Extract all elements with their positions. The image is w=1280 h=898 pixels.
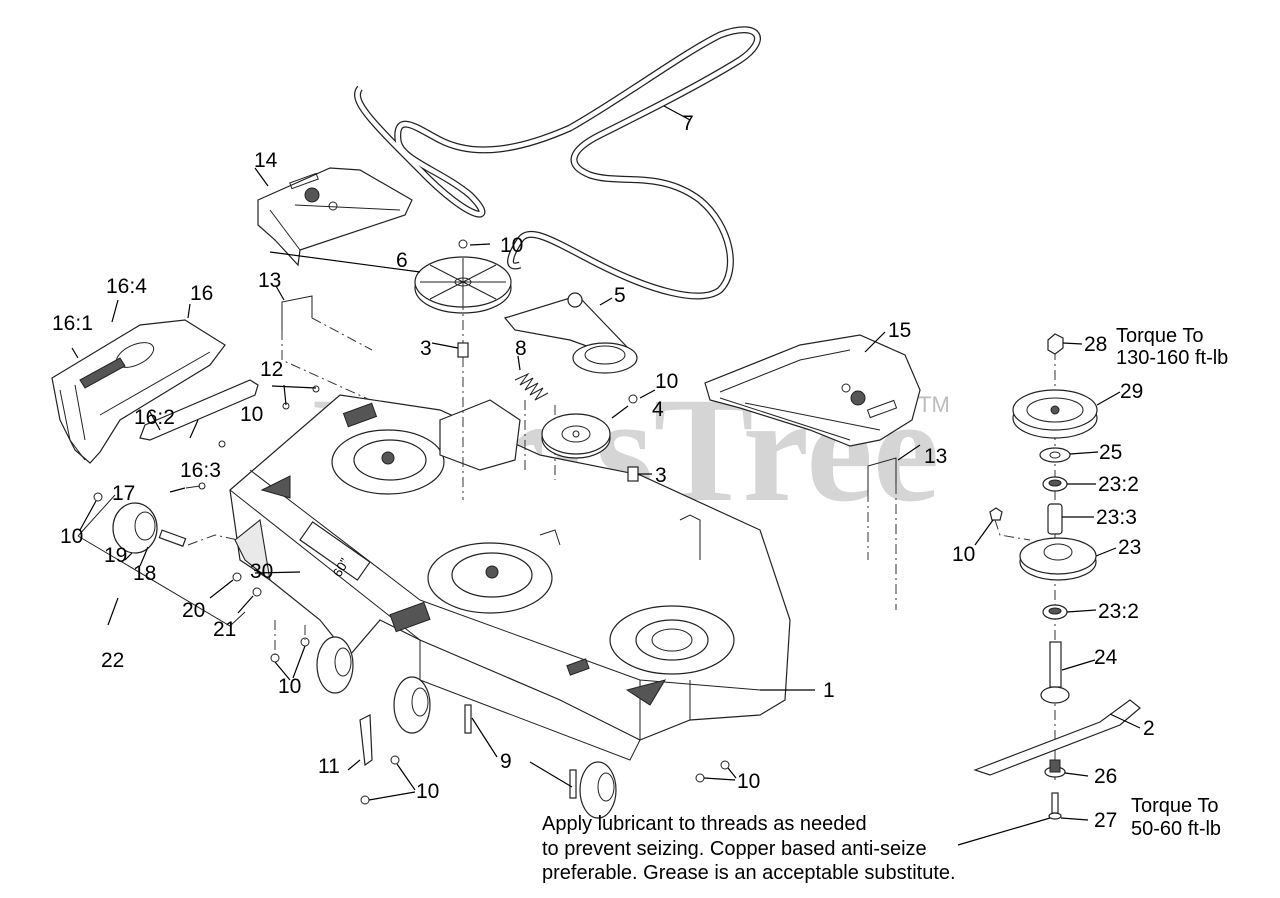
pulleys-idlers [269, 239, 656, 500]
part-12-13-hardware [271, 285, 921, 610]
callout-3: 3 [655, 464, 667, 487]
callout-labels: 1 2 3 3 4 5 6 7 8 9 10 10 10 10 10 10 10… [52, 112, 1155, 832]
callout-10: 10 [655, 370, 678, 393]
watermark-trademark: TM [918, 392, 950, 417]
part-14-belt-cover-left [254, 167, 413, 267]
callout-26: 26 [1094, 765, 1117, 788]
callout-23: 23 [1118, 536, 1141, 559]
callout-16-4: 16:4 [106, 275, 147, 298]
callout-25: 25 [1099, 441, 1122, 464]
torque-note-lower-line1: Torque To [1131, 795, 1218, 817]
callout-10: 10 [500, 234, 523, 257]
part-16-front-guard [51, 299, 259, 493]
callout-15: 15 [888, 319, 911, 342]
part-15-belt-cover-right [704, 331, 921, 447]
callout-13: 13 [258, 269, 281, 292]
callout-19: 19 [104, 544, 127, 567]
callout-12: 12 [260, 358, 283, 381]
callout-16-3: 16:3 [180, 459, 221, 482]
lubricant-note-line3: preferable. Grease is an acceptable subs… [542, 862, 956, 884]
lubricant-note-line2: to prevent seizing. Copper based anti-se… [542, 838, 927, 860]
callout-17: 17 [112, 482, 135, 505]
callout-16-2: 16:2 [134, 406, 175, 429]
callout-10: 10 [278, 675, 301, 698]
torque-note-upper-line2: 130-160 ft-lb [1116, 347, 1228, 369]
callout-3: 3 [420, 337, 432, 360]
callout-23-2: 23:2 [1098, 600, 1139, 623]
callout-6: 6 [396, 249, 408, 272]
callout-21: 21 [213, 618, 236, 641]
callout-23-2: 23:2 [1098, 473, 1139, 496]
part-7-belt [354, 26, 761, 300]
lubricant-note-line1: Apply lubricant to threads as needed [542, 813, 867, 835]
callout-13: 13 [924, 445, 947, 468]
callout-7: 7 [682, 112, 694, 135]
spindle-assembly [957, 333, 1141, 846]
callout-24: 24 [1094, 646, 1118, 669]
callout-23-3: 23:3 [1096, 506, 1137, 529]
callout-28: 28 [1084, 333, 1107, 356]
torque-note-upper: Torque To 130-160 ft-lb [1116, 325, 1228, 369]
callout-11: 11 [318, 755, 340, 778]
callout-9: 9 [500, 750, 512, 773]
torque-note-lower: Torque To 50-60 ft-lb [1131, 795, 1221, 840]
lubricant-note: Apply lubricant to threads as needed to … [542, 813, 956, 884]
callout-16-1: 16:1 [52, 312, 93, 335]
callout-1: 1 [823, 679, 835, 702]
callout-27: 27 [1094, 809, 1117, 832]
callout-29: 29 [1120, 380, 1143, 403]
callout-10: 10 [416, 780, 439, 803]
callout-18: 18 [133, 562, 156, 585]
callout-2: 2 [1143, 717, 1155, 740]
callout-30: 30 [250, 560, 273, 583]
callout-22: 22 [101, 649, 124, 672]
torque-note-lower-line2: 50-60 ft-lb [1131, 818, 1221, 840]
callout-10: 10 [60, 525, 83, 548]
callout-14: 14 [254, 149, 278, 172]
part-1-deck: 60" [229, 394, 815, 761]
callout-10: 10 [952, 543, 975, 566]
callout-16: 16 [190, 282, 213, 305]
torque-note-upper-line1: Torque To [1116, 325, 1203, 347]
callout-20: 20 [182, 599, 205, 622]
callout-4: 4 [652, 398, 664, 421]
gauge-wheel-assembly [77, 492, 737, 819]
callout-10: 10 [240, 403, 263, 426]
callout-5: 5 [614, 284, 626, 307]
callout-8: 8 [515, 337, 527, 360]
callout-10: 10 [737, 770, 760, 793]
